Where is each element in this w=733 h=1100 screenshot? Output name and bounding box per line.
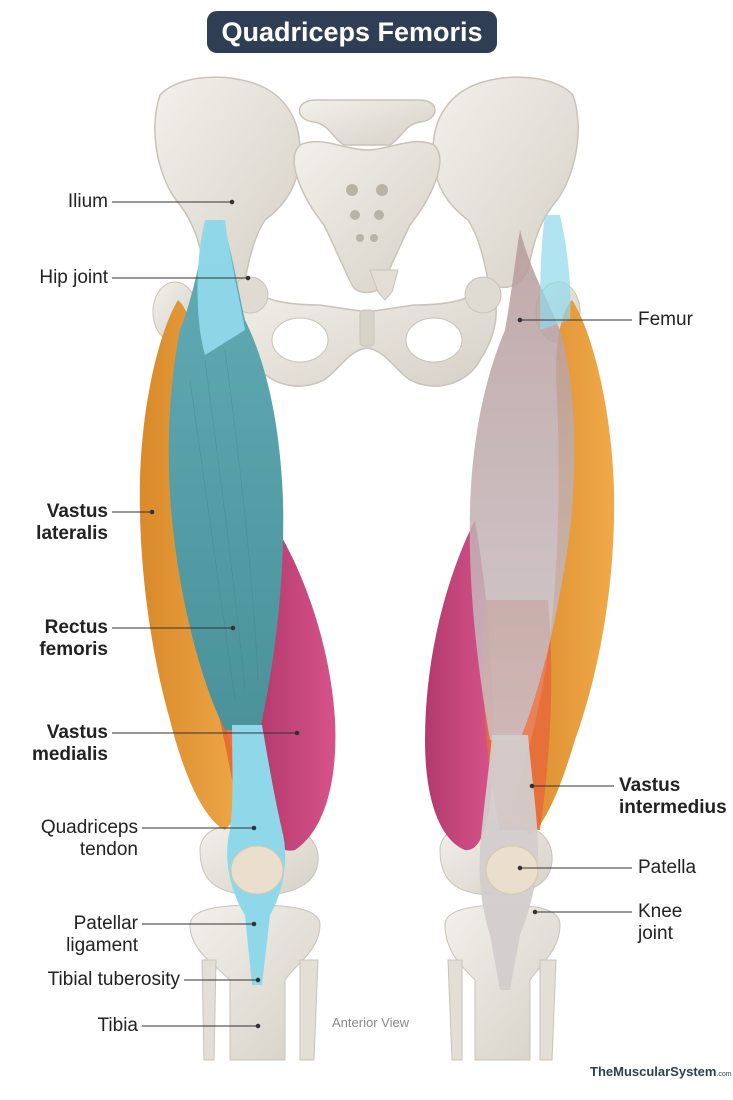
label-tibia: Tibia xyxy=(97,1015,138,1036)
pelvis xyxy=(154,76,579,387)
label-vastus-lateralis-line2: lateralis xyxy=(36,523,108,544)
coccyx xyxy=(369,269,399,301)
label-knee-joint-line2: joint xyxy=(638,923,673,944)
left-patella xyxy=(230,845,284,895)
label-vastus-intermedius-line1: Vastus xyxy=(619,775,681,796)
right-ilium xyxy=(432,76,579,289)
view-caption: Anterior View xyxy=(332,1015,410,1030)
brand-suffix: .com xyxy=(716,1071,732,1078)
label-rectus-femoris-line1: Rectus xyxy=(44,617,108,638)
label-hip-joint: Hip joint xyxy=(39,267,108,288)
label-rectus-femoris-line2: femoris xyxy=(39,639,108,660)
title-banner: Quadriceps Femoris xyxy=(207,11,497,53)
label-quadriceps-tendon-line2: tendon xyxy=(79,839,138,860)
label-vastus-medialis-line1: Vastus xyxy=(46,722,108,743)
left-leg-muscles xyxy=(139,220,336,985)
label-patellar-ligament-line1: Patellar xyxy=(73,913,138,934)
brand-logo: TheMuscularSystem.com xyxy=(590,1064,732,1079)
right-rectus-femoris-transparent xyxy=(469,230,575,740)
leader-lines xyxy=(112,199,632,1029)
label-vastus-medialis-line2: medialis xyxy=(31,744,108,765)
page-title: Quadriceps Femoris xyxy=(221,16,483,47)
sacrum xyxy=(293,140,441,294)
label-vastus-intermedius-line2: intermedius xyxy=(619,797,727,818)
left-ilium xyxy=(154,76,301,289)
label-patellar-ligament-line2: ligament xyxy=(66,935,138,956)
label-ilium: Ilium xyxy=(67,191,108,212)
right-leg-muscles xyxy=(425,215,615,990)
label-quadriceps-tendon-line1: Quadriceps xyxy=(40,817,138,838)
right-patella xyxy=(485,845,539,895)
label-femur: Femur xyxy=(638,309,693,330)
label-patella: Patella xyxy=(638,857,697,878)
label-tibial-tuberosity: Tibial tuberosity xyxy=(47,969,180,990)
label-knee-joint-line1: Knee xyxy=(638,901,683,922)
lumbar-vertebra xyxy=(298,99,436,146)
left-rectus-femoris xyxy=(168,220,284,730)
brand-name: TheMuscularSystem xyxy=(590,1064,717,1079)
label-vastus-lateralis-line1: Vastus xyxy=(46,501,108,522)
